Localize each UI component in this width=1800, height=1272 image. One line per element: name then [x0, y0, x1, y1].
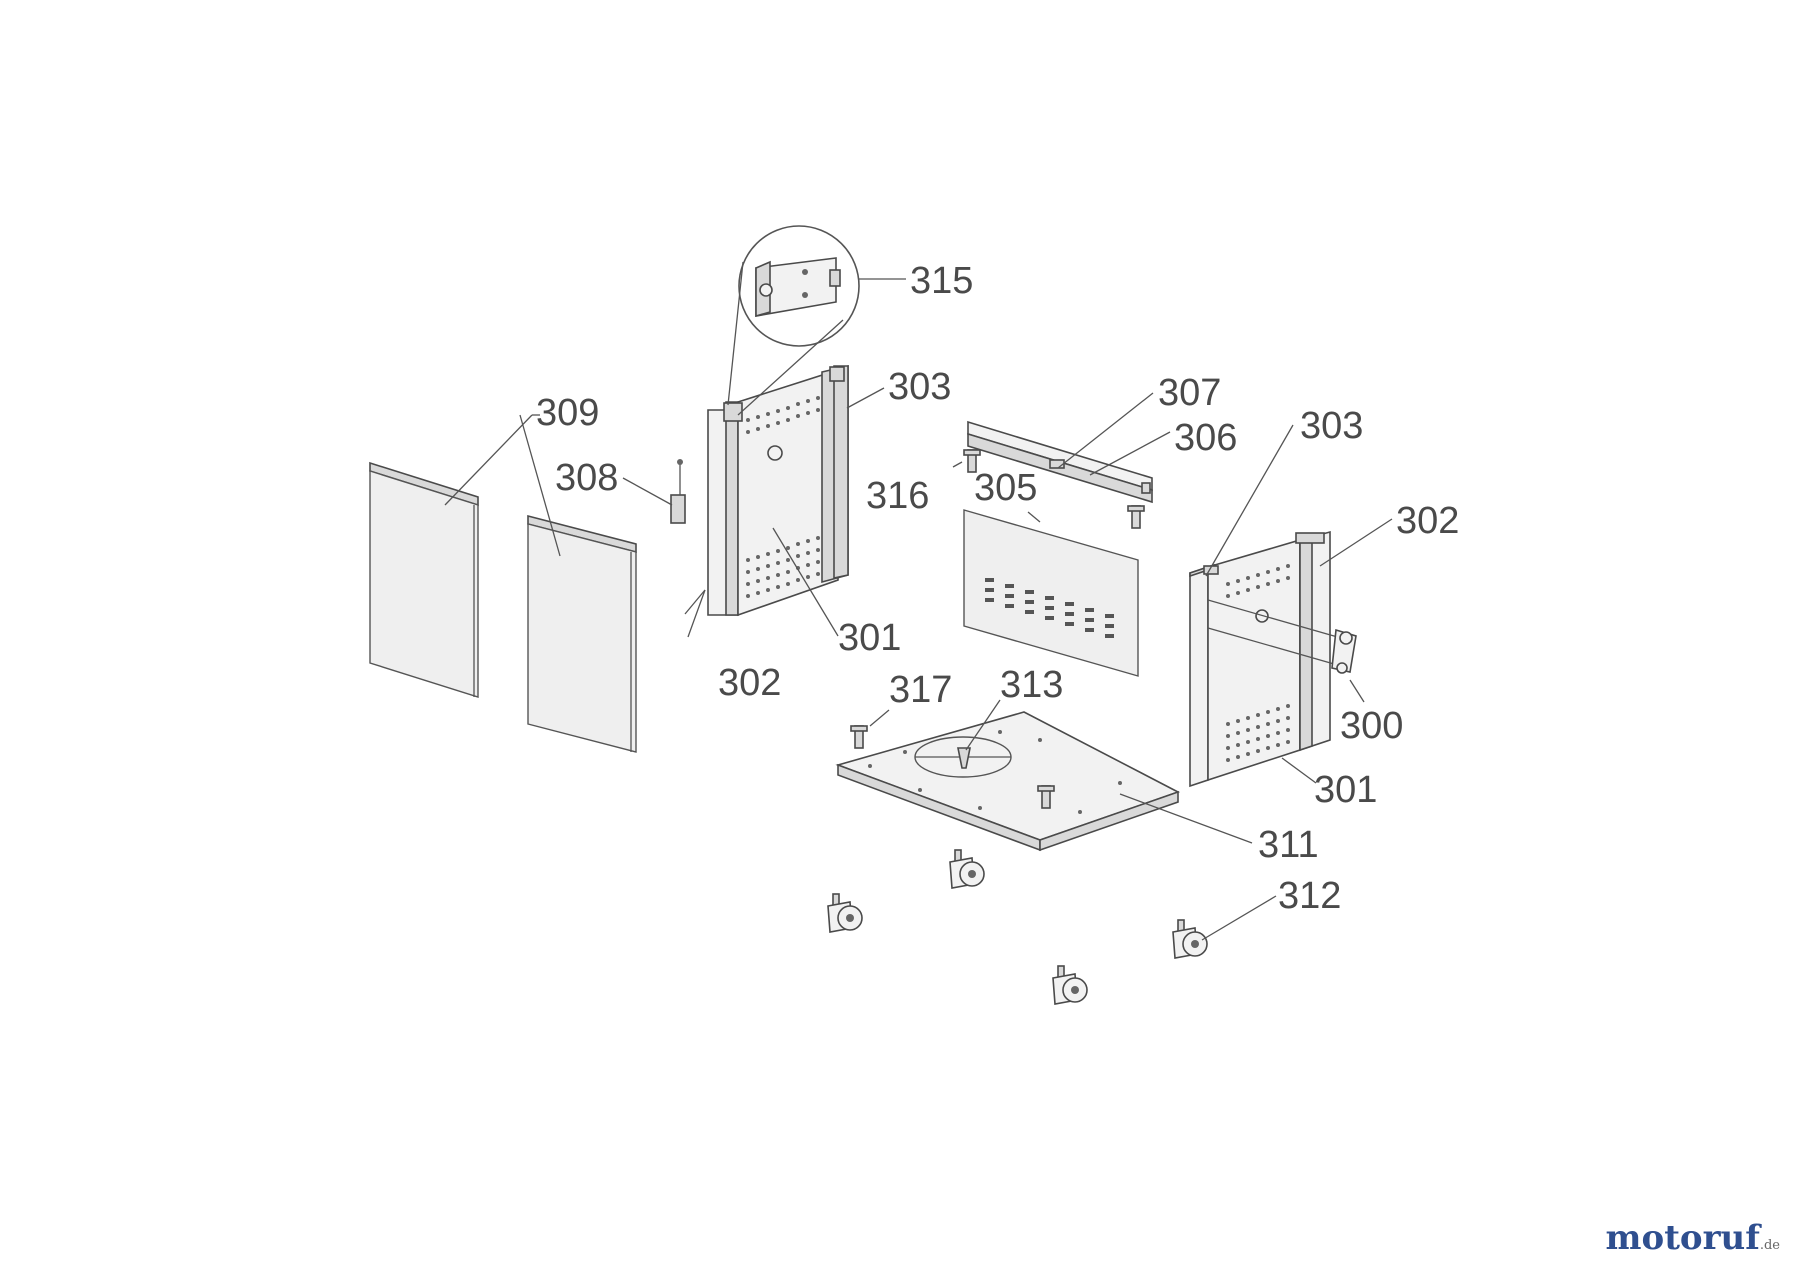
label-301-right: 301 — [1314, 769, 1377, 811]
watermark-logo: motoruf.de — [1606, 1218, 1780, 1258]
bolt-316-right — [1127, 505, 1145, 529]
castor-wheel-1 — [949, 849, 985, 889]
perforation-grid-right — [1226, 564, 1290, 762]
label-303-right: 303 — [1300, 405, 1363, 447]
label-302-left: 302 — [718, 662, 781, 704]
label-306: 306 — [1174, 417, 1237, 459]
label-312: 312 — [1278, 875, 1341, 917]
label-302-right: 302 — [1396, 500, 1459, 542]
base-plate-311 — [835, 711, 1181, 852]
side-frame-right — [1189, 530, 1349, 788]
vent-slots — [985, 578, 1114, 638]
leader-lines — [444, 387, 1393, 941]
label-308: 308 — [555, 457, 618, 499]
label-315: 315 — [910, 260, 973, 302]
label-309: 309 — [536, 392, 599, 434]
back-panel-305 — [963, 509, 1139, 677]
logo-name: motoruf — [1605, 1218, 1760, 1258]
label-317: 317 — [889, 669, 952, 711]
door-panel-309-right — [527, 514, 637, 753]
bolt-317-left — [850, 725, 868, 749]
perforation-grid-left — [746, 396, 820, 598]
label-311: 311 — [1258, 824, 1319, 866]
castor-wheel-4 — [1052, 965, 1088, 1005]
label-313: 313 — [1000, 664, 1063, 706]
label-316: 316 — [866, 475, 929, 517]
label-300: 300 — [1340, 705, 1403, 747]
castor-wheel-2 — [827, 893, 863, 933]
detail-magnifier-315 — [727, 225, 906, 416]
door-panel-309-left — [369, 461, 479, 698]
bolt-317-right — [1037, 785, 1055, 809]
callout-labels: 309 308 315 303 301 302 307 306 316 305 … — [536, 260, 1459, 917]
bracket-300 — [1331, 628, 1357, 674]
castor-wheel-3 — [1172, 919, 1208, 959]
logo-tld: .de — [1759, 1238, 1780, 1253]
label-301-left: 301 — [838, 617, 901, 659]
side-frame-left — [707, 364, 849, 617]
label-305: 305 — [974, 467, 1037, 509]
bolt-316-left — [963, 449, 981, 473]
label-307: 307 — [1158, 372, 1221, 414]
latch-308 — [670, 459, 686, 524]
label-303-left: 303 — [888, 366, 951, 408]
